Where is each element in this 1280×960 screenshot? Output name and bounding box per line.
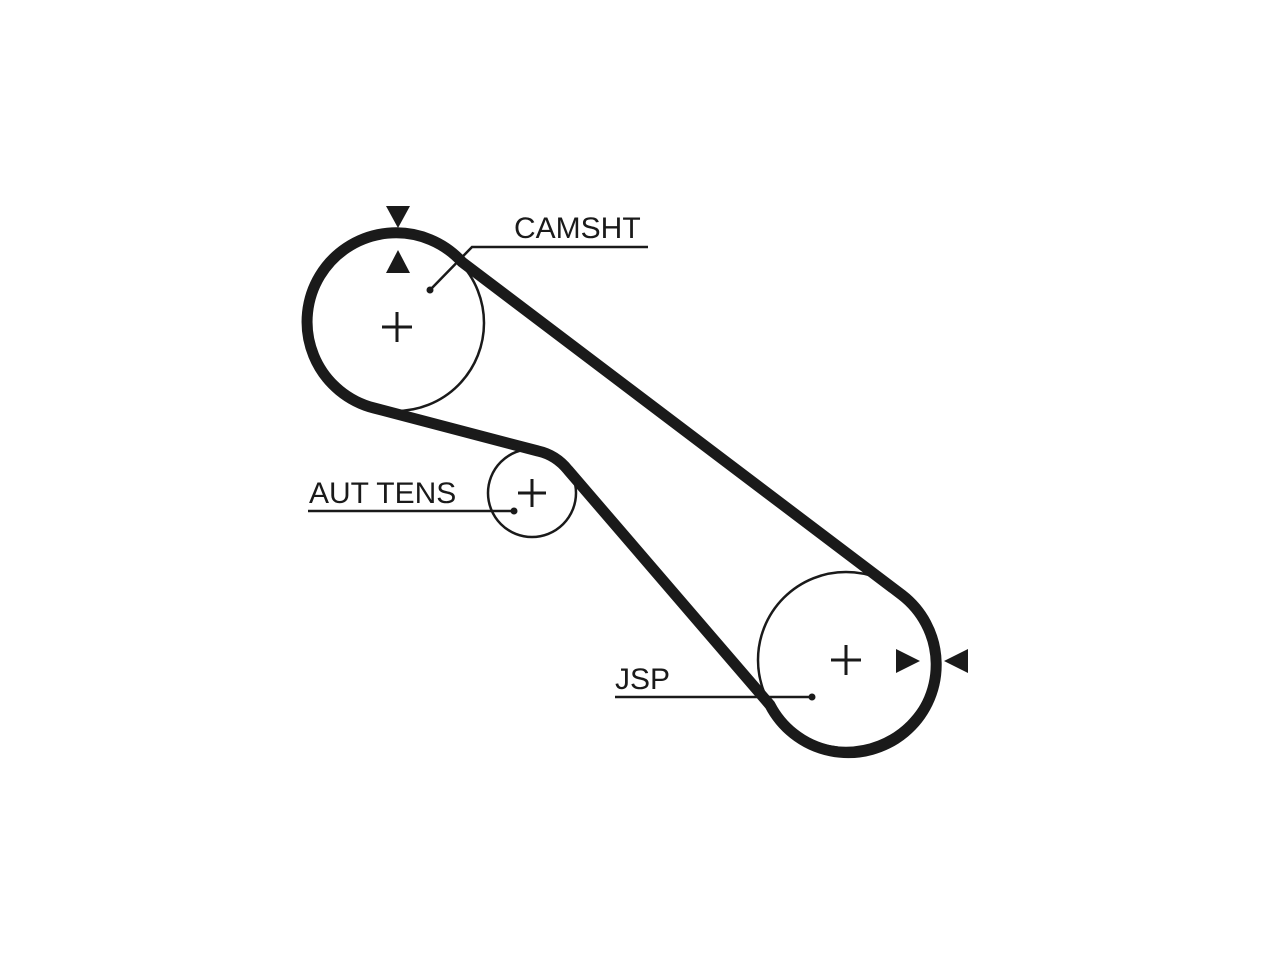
crankshaft-timing-mark-left-icon bbox=[944, 649, 968, 673]
camshaft-label: CAMSHT bbox=[514, 212, 641, 245]
crankshaft-label: JSP bbox=[615, 663, 670, 696]
camshaft-center-cross-icon bbox=[382, 312, 412, 342]
crankshaft-leader-dot bbox=[808, 693, 816, 701]
timing-belt bbox=[301, 227, 942, 759]
crankshaft-timing-mark-right-icon bbox=[896, 649, 920, 673]
tensioner-center-cross-icon bbox=[518, 479, 546, 507]
camshaft-leader-line bbox=[429, 245, 648, 291]
tensioner-leader-dot bbox=[510, 507, 518, 515]
camshaft-leader-dot bbox=[426, 286, 434, 294]
tensioner-label: AUT TENS bbox=[309, 477, 456, 510]
camshaft-timing-mark-up-icon bbox=[386, 250, 410, 273]
crankshaft-center-cross-icon bbox=[831, 645, 861, 675]
camshaft-timing-mark-down-icon bbox=[386, 206, 410, 228]
